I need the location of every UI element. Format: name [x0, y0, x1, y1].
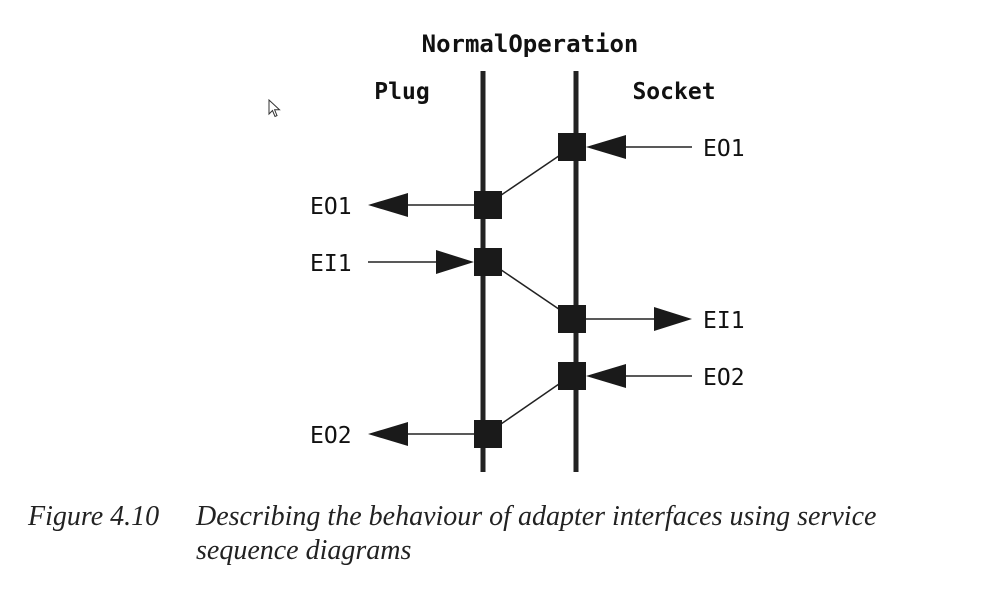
figure-caption: Figure 4.10 Describing the behaviour of a… — [28, 500, 876, 568]
socket-event-ei1 — [558, 305, 586, 333]
arrow-eo1-in-head — [586, 135, 626, 159]
plug-event-eo1 — [474, 191, 502, 219]
socket-event-eo1 — [558, 133, 586, 161]
arrow-eo2-in-head — [586, 364, 626, 388]
signal-eo2-plug: EO2 — [310, 423, 352, 449]
plug-label: Plug — [374, 79, 429, 105]
plug-event-ei1 — [474, 248, 502, 276]
signal-eo1-socket: EO1 — [703, 136, 745, 162]
socket-event-eo2 — [558, 362, 586, 390]
diagram-title: NormalOperation — [422, 30, 639, 58]
arrow-ei1-in-head — [436, 250, 474, 274]
arrow-eo1-out-head — [368, 193, 408, 217]
signal-ei1-socket: EI1 — [703, 308, 745, 334]
caption-text-line1: Describing the behaviour of adapter inte… — [196, 501, 877, 532]
signal-ei1-plug: EI1 — [310, 251, 352, 277]
plug-event-eo2 — [474, 420, 502, 448]
signal-eo2-socket: EO2 — [703, 365, 745, 391]
mouse-pointer-icon — [268, 99, 281, 118]
arrow-eo2-out-head — [368, 422, 408, 446]
socket-label: Socket — [632, 79, 715, 105]
arrow-ei1-out-head — [654, 307, 692, 331]
figure-number: Figure 4.10 — [28, 501, 160, 532]
signal-eo1-plug: EO1 — [310, 194, 352, 220]
caption-text-line2: sequence diagrams — [196, 535, 412, 566]
